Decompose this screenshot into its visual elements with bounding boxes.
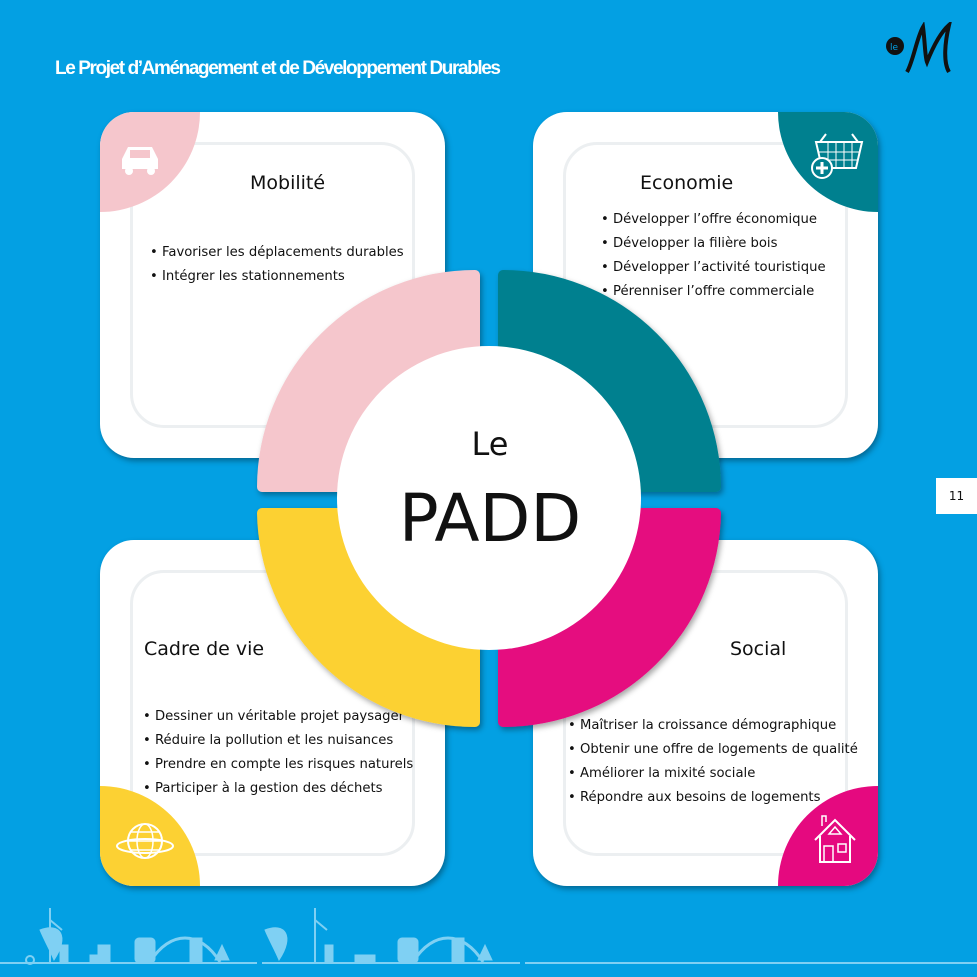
list-item: Prendre en compte les risques naturels (143, 753, 413, 777)
card-title: Mobilité (250, 172, 326, 194)
list-item: Dessiner un véritable projet paysager (143, 705, 413, 729)
list-item: Obtenir une offre de logements de qualit… (568, 738, 858, 762)
svg-text:le: le (890, 43, 899, 53)
list-item: Maîtriser la croissance démographique (568, 714, 858, 738)
bullet-list: Maîtriser la croissance démographique Ob… (568, 714, 858, 810)
list-item: Intégrer les stationnements (150, 265, 404, 289)
center-label-padd: PADD (398, 480, 582, 557)
list-item: Participer à la gestion des déchets (143, 777, 413, 801)
list-item: Réduire la pollution et les nuisances (143, 729, 413, 753)
list-item: Développer l’offre économique (601, 208, 826, 232)
list-item: Pérenniser l’offre commerciale (601, 280, 826, 304)
card-title: Cadre de vie (144, 638, 265, 660)
center-circle (337, 346, 641, 650)
list-item: Développer l’activité touristique (601, 256, 826, 280)
list-item: Répondre aux besoins de logements (568, 786, 858, 810)
bullet-list: Développer l’offre économique Développer… (601, 208, 826, 304)
card-title: Social (730, 638, 787, 660)
page-number: 11 (936, 478, 977, 514)
card-mobilite: Mobilité Favoriser les déplacements dura… (100, 112, 445, 458)
center-label-le: Le (471, 425, 509, 463)
list-item: Améliorer la mixité sociale (568, 762, 858, 786)
list-item: Favoriser les déplacements durables (150, 241, 404, 265)
card-social: Social Maîtriser la croissance démograph… (533, 540, 878, 886)
bullet-list: Dessiner un véritable projet paysager Ré… (143, 705, 413, 801)
card-cadre-de-vie: Cadre de vie Dessiner un véritable proje… (100, 540, 445, 886)
bullet-list: Favoriser les déplacements durables Inté… (150, 241, 404, 289)
list-item: Développer la filière bois (601, 232, 826, 256)
card-title: Economie (640, 172, 734, 194)
city-skyline-illustration (0, 908, 977, 965)
le-m-logo: le (886, 22, 952, 74)
page-title: Le Projet d’Aménagement et de Développem… (55, 58, 501, 79)
